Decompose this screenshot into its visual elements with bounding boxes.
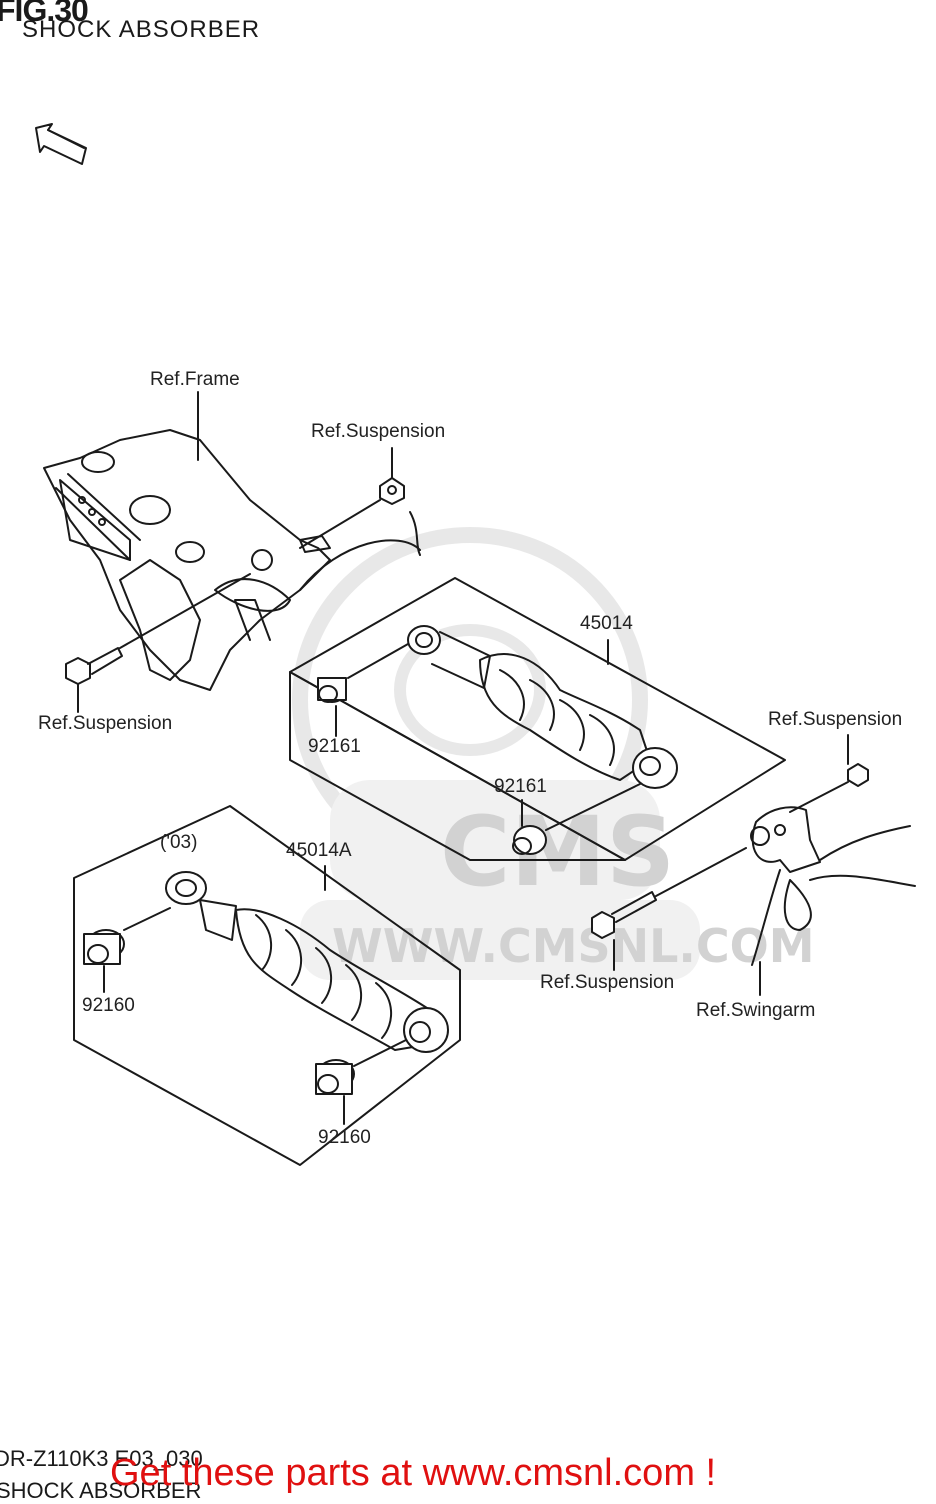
footer-model-code: DR-Z110K3 E03_030 [0, 1446, 203, 1471]
figure-title: SHOCK ABSORBER [22, 16, 261, 43]
label-ref-suspension-left: Ref.Suspension [38, 713, 173, 734]
nut-top [299, 447, 405, 549]
label-ref-frame: Ref.Frame [150, 369, 240, 390]
swingarm-drawing [750, 734, 916, 996]
footer-section-name: SHOCK ABSORBER [0, 1478, 202, 1503]
bushing-92160-a [83, 907, 171, 993]
forward-arrow-icon [35, 123, 87, 165]
part-number-92160-b[interactable]: 92160 [318, 1127, 371, 1148]
cta-link[interactable]: Get these parts at www.cmsnl.com ! [110, 1452, 717, 1494]
bolt-bottom [591, 847, 747, 971]
part-number-92160-a[interactable]: 92160 [82, 995, 135, 1016]
shock-absorber-45014 [407, 625, 678, 789]
label-ref-suspension-right: Ref.Suspension [768, 709, 903, 730]
part-number-92161-b[interactable]: 92161 [494, 776, 547, 797]
group-box-45014a [73, 805, 461, 1166]
part-number-45014a[interactable]: 45014A [286, 840, 352, 861]
figure-number: FIG.30 [0, 0, 89, 28]
part-number-45014[interactable]: 45014 [580, 613, 633, 634]
watermark-url-text: WWW.CMSNL.COM [332, 919, 815, 973]
label-ref-suspension-top: Ref.Suspension [311, 421, 446, 442]
year-note: ('03) [160, 832, 198, 853]
bolt-left [65, 573, 251, 713]
bushing-92161-b [512, 783, 641, 855]
label-ref-swingarm: Ref.Swingarm [696, 1000, 816, 1021]
part-number-92161-a[interactable]: 92161 [308, 736, 361, 757]
watermark-logo-text: CMS [440, 796, 675, 908]
label-ref-suspension-bottom: Ref.Suspension [540, 972, 675, 993]
shock-absorber-45014a [165, 865, 449, 1053]
bushing-92160-b [315, 1039, 407, 1125]
bushing-92161-a [317, 643, 409, 737]
